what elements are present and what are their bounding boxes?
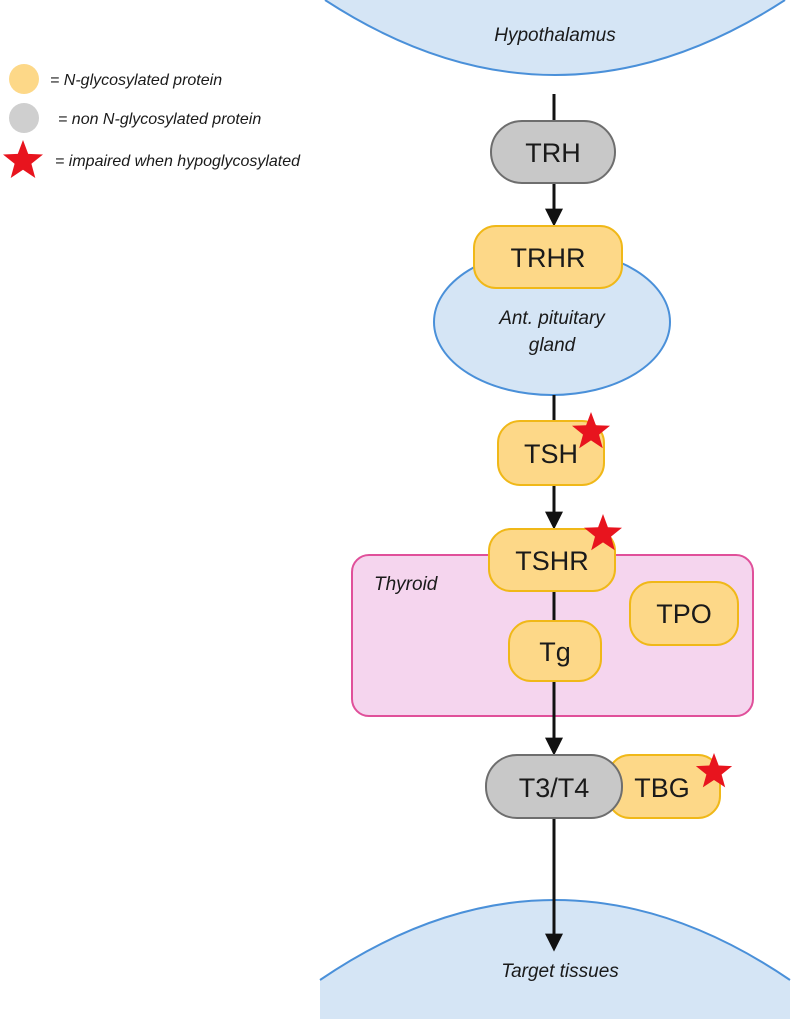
hypothalamus-outline: [324, 0, 786, 76]
hypothalamus-label: Hypothalamus: [494, 25, 616, 46]
tpo-node: TPO: [629, 581, 739, 646]
tshr-label: TSHR: [515, 546, 589, 576]
tshr-node: TSHR: [488, 528, 616, 592]
tsh-node: TSH: [497, 420, 605, 486]
trh-node: TRH: [490, 120, 616, 184]
star-icon: [584, 514, 622, 551]
trhr-node: TRHR: [473, 225, 623, 289]
trh-label: TRH: [525, 138, 581, 168]
t3t4-node: T3/T4: [485, 754, 623, 819]
tg-node: Tg: [508, 620, 602, 682]
legend-non-glycosylated-label: = non N-glycosylated protein: [58, 111, 261, 128]
pituitary-label-line1: Ant. pituitary: [498, 308, 606, 329]
legend-glycosylated-swatch: [9, 64, 39, 94]
target-tissues-label: Target tissues: [501, 961, 619, 982]
star-icon: [3, 140, 43, 178]
trhr-label: TRHR: [511, 243, 586, 273]
t3t4-label: T3/T4: [519, 773, 590, 803]
legend-non-glycosylated-swatch: [9, 103, 39, 133]
tbg-label: TBG: [634, 773, 690, 803]
legend-impaired-label: = impaired when hypoglycosylated: [55, 153, 301, 170]
tsh-label: TSH: [524, 439, 578, 469]
star-icon: [572, 412, 610, 449]
legend-glycosylated-label: = N-glycosylated protein: [50, 72, 222, 89]
star-icon: [695, 753, 733, 788]
pituitary-label-line2: gland: [529, 335, 577, 356]
legend: = N-glycosylated protein = non N-glycosy…: [3, 64, 301, 178]
tpo-label: TPO: [656, 599, 712, 629]
tg-label: Tg: [539, 637, 571, 667]
thyroid-label: Thyroid: [374, 574, 439, 595]
target-tissues-region: [320, 900, 790, 1019]
